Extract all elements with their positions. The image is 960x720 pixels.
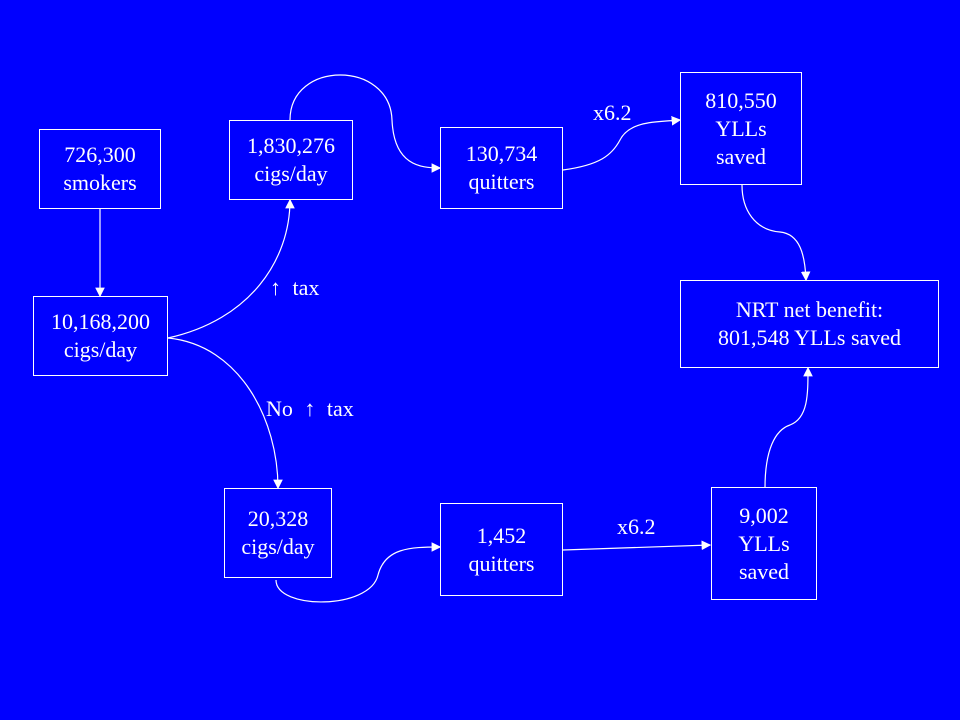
base-cigs-box: 10,168,200 cigs/day	[33, 296, 168, 376]
no-tax-increase-label: No ↑ tax	[266, 396, 354, 422]
notax-cigs-label: cigs/day	[241, 534, 315, 559]
tax-quitters-count: 130,734	[465, 141, 538, 166]
tax-cigs-count: 1,830,276	[247, 133, 335, 158]
arrow-tax-cigs-to-quitters	[289, 74, 442, 173]
notax-ylls-unit: YLLs	[738, 530, 790, 556]
arrow-notax-quitters-to-ylls	[562, 540, 712, 551]
tax-quitters-box: 130,734 quitters	[440, 127, 563, 209]
smokers-count: 726,300	[64, 142, 136, 167]
notax-cigs-count: 20,328	[247, 506, 309, 531]
arrow-cigs-to-notax	[167, 337, 283, 490]
base-cigs-label: cigs/day	[63, 337, 138, 362]
tax-ylls-unit: YLLs	[715, 115, 767, 141]
tax-cigs-box: 1,830,276 cigs/day	[229, 120, 353, 200]
net-benefit-box: NRT net benefit: 801,548 YLLs saved	[680, 280, 939, 368]
tax-ylls-box: 810,550 YLLs saved	[680, 72, 802, 185]
notax-cigs-box: 20,328 cigs/day	[224, 488, 332, 578]
smokers-label: smokers	[63, 170, 137, 195]
no-tax-prefix: No	[266, 396, 293, 421]
notax-ylls-saved: saved	[738, 558, 790, 584]
notax-quitters-count: 1,452	[476, 522, 527, 548]
tax-increase-label: ↑ tax	[264, 275, 319, 301]
up-arrow-icon: ↑	[270, 275, 281, 300]
arrow-cigs-to-tax	[167, 198, 295, 339]
notax-ylls-count: 9,002	[739, 502, 789, 528]
notax-quitters-label: quitters	[468, 550, 535, 576]
multiplier-top-label: x6.2	[593, 100, 632, 125]
smokers-box: 726,300 smokers	[39, 129, 161, 209]
notax-ylls-box: 9,002 YLLs saved	[711, 487, 817, 600]
up-arrow-icon: ↑	[304, 396, 316, 421]
tax-cigs-label: cigs/day	[254, 161, 328, 186]
no-tax-text: tax	[326, 396, 354, 421]
base-cigs-count: 10,168,200	[51, 309, 150, 334]
net-benefit-value: 801,548 YLLs saved	[717, 325, 902, 350]
tax-quitters-label: quitters	[468, 169, 535, 194]
multiplier-bottom-label: x6.2	[617, 514, 656, 539]
notax-quitters-box: 1,452 quitters	[440, 503, 563, 596]
tax-ylls-saved: saved	[715, 143, 767, 169]
arrow-tax-ylls-to-net	[741, 184, 811, 282]
tax-ylls-count: 810,550	[705, 87, 777, 113]
arrow-notax-ylls-to-net	[764, 366, 813, 489]
net-benefit-title: NRT net benefit:	[735, 297, 884, 322]
arrow-notax-cigs-to-quitters	[275, 542, 442, 603]
arrow-tax-quitters-to-ylls	[562, 116, 682, 171]
tax-increase-text: tax	[292, 275, 320, 300]
